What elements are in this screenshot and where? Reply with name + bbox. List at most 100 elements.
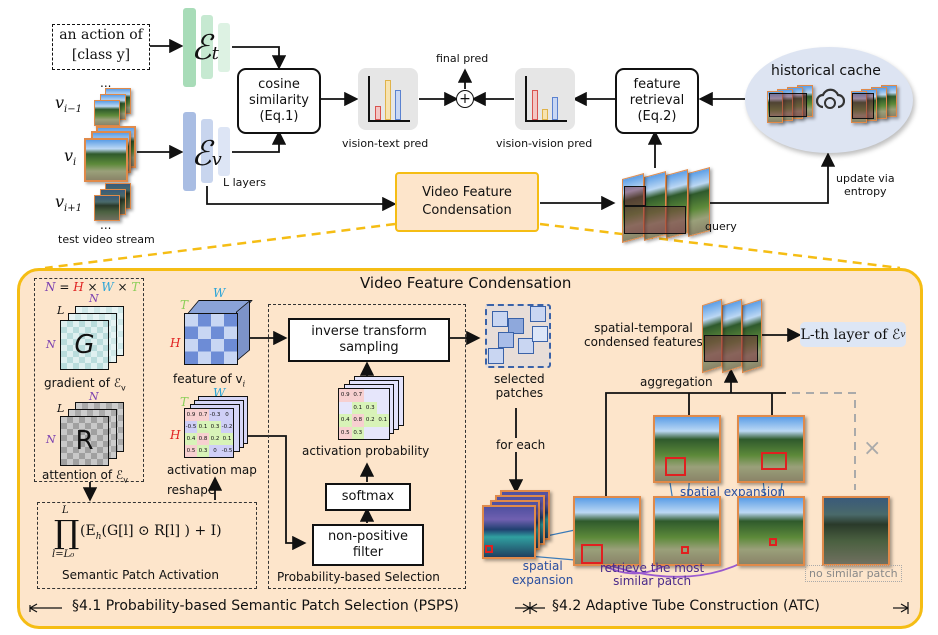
grid-cell: 0.3 xyxy=(351,426,364,439)
video-encoder: ℰv xyxy=(183,112,232,192)
arrow-text-encoder-to-cosine xyxy=(232,46,287,70)
historical-cache: historical cache xyxy=(745,47,913,153)
layers-label: L layers xyxy=(223,176,266,189)
feature-caption: feature of vi xyxy=(173,372,246,389)
frame-top-1 xyxy=(653,415,721,483)
grid-cell: 0.5 xyxy=(339,426,352,439)
video-encoder-symbol: ℰ xyxy=(191,134,212,174)
grid-cell: 0.2 xyxy=(209,433,221,445)
grid-cell: 0.8 xyxy=(197,433,209,445)
arrow-video-encoder-to-cosine xyxy=(232,130,287,153)
text-prompt-line2: [class y] xyxy=(71,47,131,63)
grid-cell: 0.4 xyxy=(185,433,197,445)
frame-bottom-0 xyxy=(573,496,641,566)
frame-bottom-2 xyxy=(737,496,805,566)
frame-bottom-3-no-match xyxy=(822,496,890,566)
cross-icon: × xyxy=(863,436,882,461)
pbs-caption: Probability-based Selection xyxy=(277,570,440,584)
grid-cell: 0.1 xyxy=(221,433,233,445)
activation-probability-caption: activation probability xyxy=(302,444,430,458)
grid-cell: 0.3 xyxy=(364,401,377,414)
final-pred-label: final pred xyxy=(436,52,489,65)
text-encoder-symbol: ℰ xyxy=(191,28,212,68)
stream-dots-top: ... xyxy=(100,76,112,90)
grid-cell: 0.7 xyxy=(197,409,209,421)
vision-vision-pred-icon xyxy=(515,68,575,130)
grid-cell xyxy=(364,389,377,402)
grid-cell: -0.5 xyxy=(221,445,233,457)
historical-cache-title: historical cache xyxy=(771,63,881,79)
vision-vision-pred-label: vision-vision pred xyxy=(496,137,593,150)
grid-cell: 0.3 xyxy=(197,445,209,457)
grid-cell: 0.3 xyxy=(209,421,221,433)
text-encoder-sub: t xyxy=(211,43,219,64)
video-encoder-sub: v xyxy=(211,149,222,170)
frame-top-2 xyxy=(737,415,805,483)
stream-caption: test video stream xyxy=(58,233,155,246)
attention-caption: attention of ℰv xyxy=(42,468,128,485)
spa-caption: Semantic Patch Activation xyxy=(62,568,219,582)
vision-text-pred-label: vision-text pred xyxy=(342,137,429,150)
formula: L ∏ l=L₀ (Eh(G[l] ⊙ R[l] ) + I) xyxy=(52,505,222,560)
text-encoder: ℰt xyxy=(183,8,232,88)
spatial-expansion-mid-label: spatial expansion xyxy=(680,485,786,499)
vision-text-pred-icon xyxy=(358,68,418,130)
aggregation-label: aggregation xyxy=(640,375,713,389)
zoom-line-left xyxy=(44,222,396,270)
zoom-line-right xyxy=(539,222,901,270)
gradient-attention-group xyxy=(34,278,144,482)
grid-cell: -0.2 xyxy=(221,421,233,433)
probability-based-selection-box xyxy=(268,304,466,589)
top-connectors xyxy=(44,38,901,270)
stream-label-next: vi+1 xyxy=(55,192,82,215)
plus-icon: + xyxy=(456,90,474,108)
n-equation: N = H × W × T xyxy=(45,280,140,294)
section-atc-label: §4.2 Adaptive Tube Construction (ATC) xyxy=(552,598,820,614)
arrow-encoder-to-vfc xyxy=(206,186,397,212)
grid-cell xyxy=(376,426,389,439)
stream-dots-bottom: ... xyxy=(100,218,112,232)
grid-cell: -0.5 xyxy=(185,421,197,433)
arrow-query-to-cache xyxy=(700,152,836,204)
stream-label-cur: vi xyxy=(64,146,77,169)
section-psps-label: §4.1 Probability-based Semantic Patch Se… xyxy=(72,598,459,614)
grid-cell: -0.3 xyxy=(209,409,221,421)
grid-cell: 0.4 xyxy=(339,414,352,427)
grid-cell: 0 xyxy=(209,445,221,457)
frame-bottom-1 xyxy=(653,496,721,566)
arrow-activation-to-filter xyxy=(248,435,307,551)
grid-cell: 0.7 xyxy=(351,389,364,402)
softmax-box: softmax xyxy=(325,483,411,511)
activation-caption: activation map xyxy=(167,463,257,477)
grid-cell xyxy=(339,401,352,414)
semantic-patch-activation-box xyxy=(37,502,257,589)
text-prompt-box: an action of [class y] xyxy=(52,24,150,70)
grid-cell xyxy=(376,389,389,402)
query-label: query xyxy=(705,220,737,233)
grid-cell: 0.1 xyxy=(376,414,389,427)
grid-cell xyxy=(364,426,377,439)
panel-title: Video Feature Condensation xyxy=(360,274,572,292)
stream-label-prev: vi−1 xyxy=(55,93,82,116)
reshape-label: reshape xyxy=(167,483,216,497)
gradient-caption: gradient of ℰv xyxy=(44,376,126,393)
grid-cell: 0 xyxy=(221,409,233,421)
no-similar-patch-label: no similar patch xyxy=(805,565,902,582)
grid-cell: 0.8 xyxy=(351,414,364,427)
for-each-label: for each xyxy=(496,438,546,452)
grid-cell: 0.1 xyxy=(351,401,364,414)
grid-cell: 0.2 xyxy=(364,414,377,427)
cloud-sync-icon xyxy=(815,87,846,113)
